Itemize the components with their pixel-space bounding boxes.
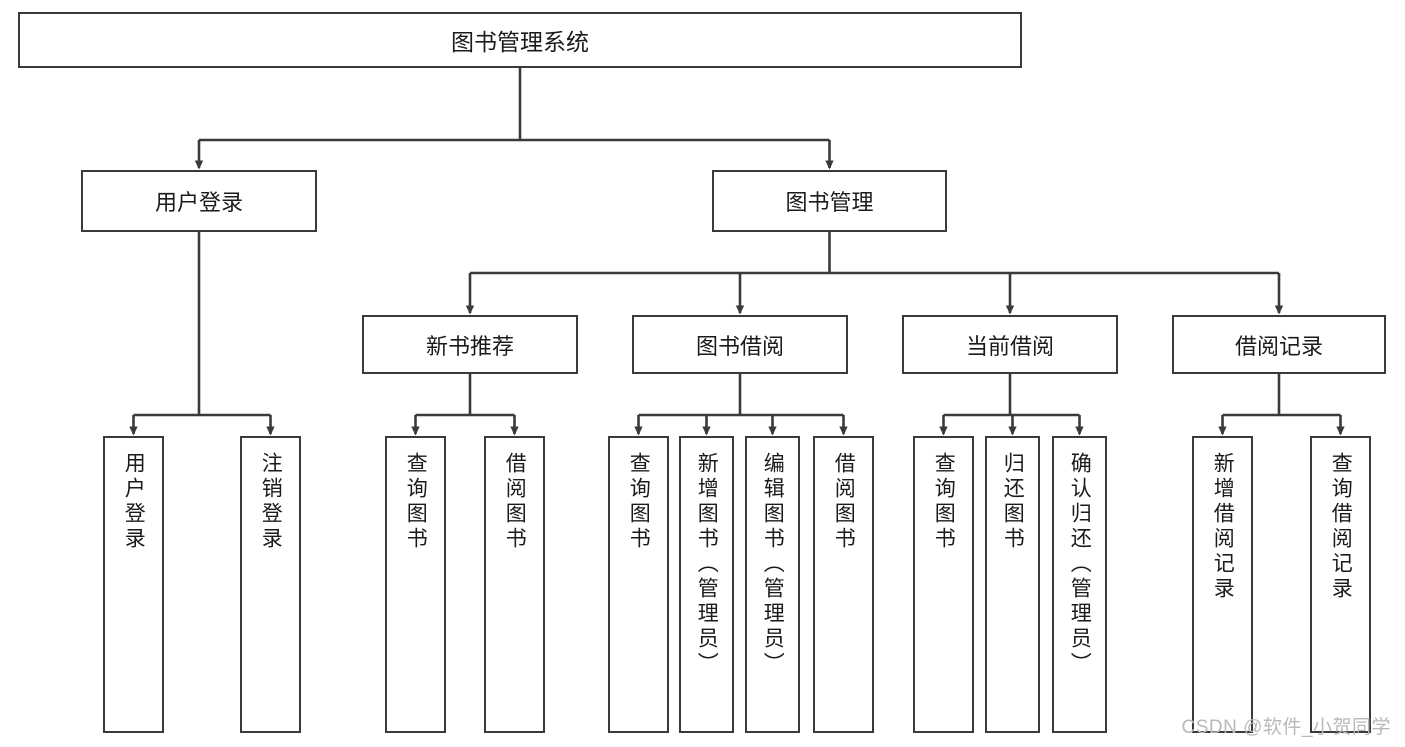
node-leaf-user-login-label: 用户登录 <box>122 452 146 552</box>
node-leaf-borrow-book-2-label: 借阅图书 <box>832 452 856 552</box>
node-leaf-query-book-3[interactable]: 查询图书 <box>913 436 974 733</box>
node-current-borrow-label: 当前借阅 <box>965 333 1054 359</box>
node-leaf-logout-label: 注销登录 <box>259 452 283 552</box>
node-current-borrow[interactable]: 当前借阅 <box>902 315 1118 374</box>
node-book-manage-label: 图书管理 <box>785 190 874 215</box>
node-leaf-add-book[interactable]: 新增图书（管理员） <box>679 436 734 733</box>
node-leaf-return-book-label: 归还图书 <box>1001 452 1025 552</box>
node-leaf-confirm-return-label: 确认归还（管理员） <box>1068 452 1092 677</box>
node-leaf-add-record[interactable]: 新增借阅记录 <box>1192 436 1253 733</box>
node-user-login-label: 用户登录 <box>154 190 243 215</box>
watermark: CSDN @软件_小贺同学 <box>1181 717 1391 738</box>
node-leaf-query-book-2[interactable]: 查询图书 <box>608 436 669 733</box>
node-leaf-query-book-3-label: 查询图书 <box>932 452 956 552</box>
node-user-login[interactable]: 用户登录 <box>81 170 317 232</box>
node-leaf-query-record-label: 查询借阅记录 <box>1329 452 1353 602</box>
node-leaf-borrow-book-1[interactable]: 借阅图书 <box>484 436 545 733</box>
node-borrow-record[interactable]: 借阅记录 <box>1172 315 1386 374</box>
node-leaf-user-login[interactable]: 用户登录 <box>103 436 164 733</box>
node-leaf-borrow-book-1-label: 借阅图书 <box>503 452 527 552</box>
node-book-borrow[interactable]: 图书借阅 <box>632 315 848 374</box>
node-leaf-add-book-label: 新增图书（管理员） <box>695 452 719 677</box>
node-book-manage[interactable]: 图书管理 <box>712 170 947 232</box>
node-leaf-return-book[interactable]: 归还图书 <box>985 436 1040 733</box>
node-root[interactable]: 图书管理系统 <box>18 12 1022 68</box>
node-leaf-query-record[interactable]: 查询借阅记录 <box>1310 436 1371 733</box>
node-leaf-query-book-1-label: 查询图书 <box>404 452 428 552</box>
node-borrow-record-label: 借阅记录 <box>1234 333 1323 359</box>
node-new-book-rec[interactable]: 新书推荐 <box>362 315 578 374</box>
node-leaf-logout[interactable]: 注销登录 <box>240 436 301 733</box>
node-leaf-query-book-1[interactable]: 查询图书 <box>385 436 446 733</box>
node-leaf-confirm-return[interactable]: 确认归还（管理员） <box>1052 436 1107 733</box>
node-new-book-rec-label: 新书推荐 <box>425 333 514 359</box>
node-book-borrow-label: 图书借阅 <box>695 333 784 359</box>
node-leaf-edit-book-label: 编辑图书（管理员） <box>761 452 785 677</box>
node-leaf-query-book-2-label: 查询图书 <box>627 452 651 552</box>
node-leaf-borrow-book-2[interactable]: 借阅图书 <box>813 436 874 733</box>
node-root-label: 图书管理系统 <box>451 29 589 55</box>
node-leaf-add-record-label: 新增借阅记录 <box>1211 452 1235 602</box>
node-leaf-edit-book[interactable]: 编辑图书（管理员） <box>745 436 800 733</box>
